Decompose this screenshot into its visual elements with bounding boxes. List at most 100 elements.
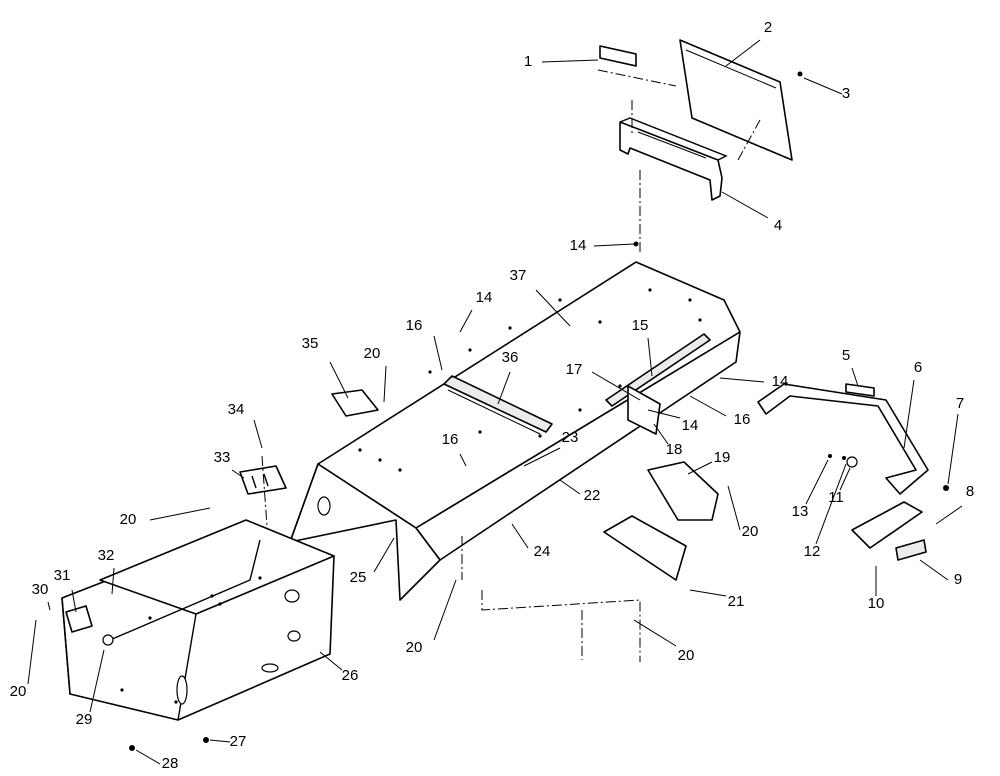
- leader-line-c15: [647, 337, 653, 377]
- callout-label-c15: 15: [632, 317, 649, 334]
- part-13-bolt: [828, 454, 832, 458]
- leader-line-c29: [89, 649, 105, 713]
- leader-line-c20e: [633, 619, 677, 647]
- leader-line-c37: [535, 289, 571, 327]
- leader-line-c35: [329, 361, 349, 399]
- callout-label-c20c: 20: [742, 523, 759, 540]
- callout-label-c2: 2: [764, 19, 772, 36]
- leader-line-c5: [851, 367, 859, 387]
- callout-label-c16a: 16: [406, 317, 423, 334]
- part-7-bolt: [943, 485, 949, 491]
- callout-label-c16c: 16: [442, 431, 459, 448]
- leader-line-c36: [497, 371, 511, 405]
- part-2-flap-panel: [679, 39, 793, 161]
- callout-label-c9: 9: [954, 571, 962, 588]
- leader-line-c12: [815, 463, 847, 545]
- callout-label-c30: 30: [32, 581, 49, 598]
- part-3-screw: [797, 71, 803, 77]
- leader-line-c27: [209, 739, 231, 743]
- callout-label-c20b: 20: [120, 511, 137, 528]
- part-14-rivet-top: [633, 241, 639, 247]
- part-6-bumper: [757, 383, 929, 495]
- callout-label-c25: 25: [350, 569, 367, 586]
- callout-label-c14d: 14: [682, 417, 699, 434]
- part-4-flap-bracket: [619, 121, 723, 201]
- callout-label-c14a: 14: [570, 237, 587, 254]
- leader-line-c1: [541, 59, 599, 63]
- leader-line-c16c: [459, 453, 467, 467]
- leader-line-c4: [721, 191, 769, 219]
- leader-line-c22: [559, 479, 581, 495]
- leader-line-c3: [803, 77, 843, 95]
- part-29-grommet: [102, 634, 114, 646]
- callout-label-c17: 17: [566, 361, 583, 378]
- leader-line-c34: [253, 419, 263, 449]
- leader-line-c13: [805, 459, 829, 505]
- leader-line-c14c: [719, 377, 765, 383]
- callout-label-c10: 10: [868, 595, 885, 612]
- part-31-hinge: [65, 605, 93, 633]
- callout-label-c33: 33: [214, 449, 231, 466]
- callout-label-c13: 13: [792, 503, 809, 520]
- leader-line-c7: [947, 413, 959, 485]
- part-19-reinforcement: [647, 461, 719, 521]
- part-27-nut: [203, 737, 209, 743]
- callout-label-c16b: 16: [734, 411, 751, 428]
- leader-line-c17: [591, 371, 641, 401]
- leader-line-c2: [725, 39, 761, 67]
- callout-label-c4: 4: [774, 217, 782, 234]
- leader-line-c14a: [593, 243, 635, 247]
- leader-line-c30: [47, 601, 51, 611]
- leader-line-c8: [935, 505, 963, 525]
- callout-label-c22: 22: [584, 487, 601, 504]
- leader-line-c18: [653, 423, 669, 445]
- callout-label-c37: 37: [510, 267, 527, 284]
- leader-line-c16a: [433, 335, 443, 371]
- leader-line-c14b: [459, 309, 473, 333]
- callout-label-c20a: 20: [364, 345, 381, 362]
- callout-label-c14c: 14: [772, 373, 789, 390]
- part-26-rear-frame: [61, 519, 335, 721]
- part-33-bracket: [239, 465, 287, 495]
- callout-label-c29: 29: [76, 711, 93, 728]
- leader-line-c21: [689, 589, 727, 597]
- callout-label-c34: 34: [228, 401, 245, 418]
- callout-label-c7: 7: [956, 395, 964, 412]
- leader-line-c20a: [383, 365, 387, 403]
- leader-line-c20d: [433, 579, 457, 641]
- leader-line-c20b: [149, 507, 211, 521]
- leader-line-c26: [319, 651, 343, 671]
- callout-label-c27: 27: [230, 733, 247, 750]
- part-28-nut: [129, 745, 135, 751]
- callout-label-c36: 36: [502, 349, 519, 366]
- part-11-washer: [846, 456, 858, 468]
- part-9-decal: [895, 539, 927, 561]
- leader-line-c32: [111, 567, 115, 595]
- callout-label-c19: 19: [714, 449, 731, 466]
- callout-label-c21: 21: [728, 593, 745, 610]
- callout-label-c6: 6: [914, 359, 922, 376]
- leader-line-c20f: [27, 619, 37, 685]
- leader-line-c9: [919, 559, 949, 581]
- callout-label-c24: 24: [534, 543, 551, 560]
- leader-line-c16b: [689, 395, 727, 417]
- callout-label-c23: 23: [562, 429, 579, 446]
- leader-line-c23: [523, 447, 561, 467]
- leader-line-c31: [71, 589, 77, 613]
- callout-label-c18: 18: [666, 441, 683, 458]
- callout-label-c20d: 20: [406, 639, 423, 656]
- leader-line-c33: [231, 469, 245, 479]
- leader-line-c6: [903, 379, 915, 449]
- callout-label-c20f: 20: [10, 683, 27, 700]
- part-1-decal: [599, 45, 637, 67]
- callout-label-c32: 32: [98, 547, 115, 564]
- leader-line-c20c: [727, 485, 741, 531]
- callout-label-c31: 31: [54, 567, 71, 584]
- callout-label-c20e: 20: [678, 647, 695, 664]
- leader-line-c24: [511, 523, 529, 549]
- leader-line-c28: [135, 749, 161, 765]
- part-21-gusset: [603, 515, 687, 581]
